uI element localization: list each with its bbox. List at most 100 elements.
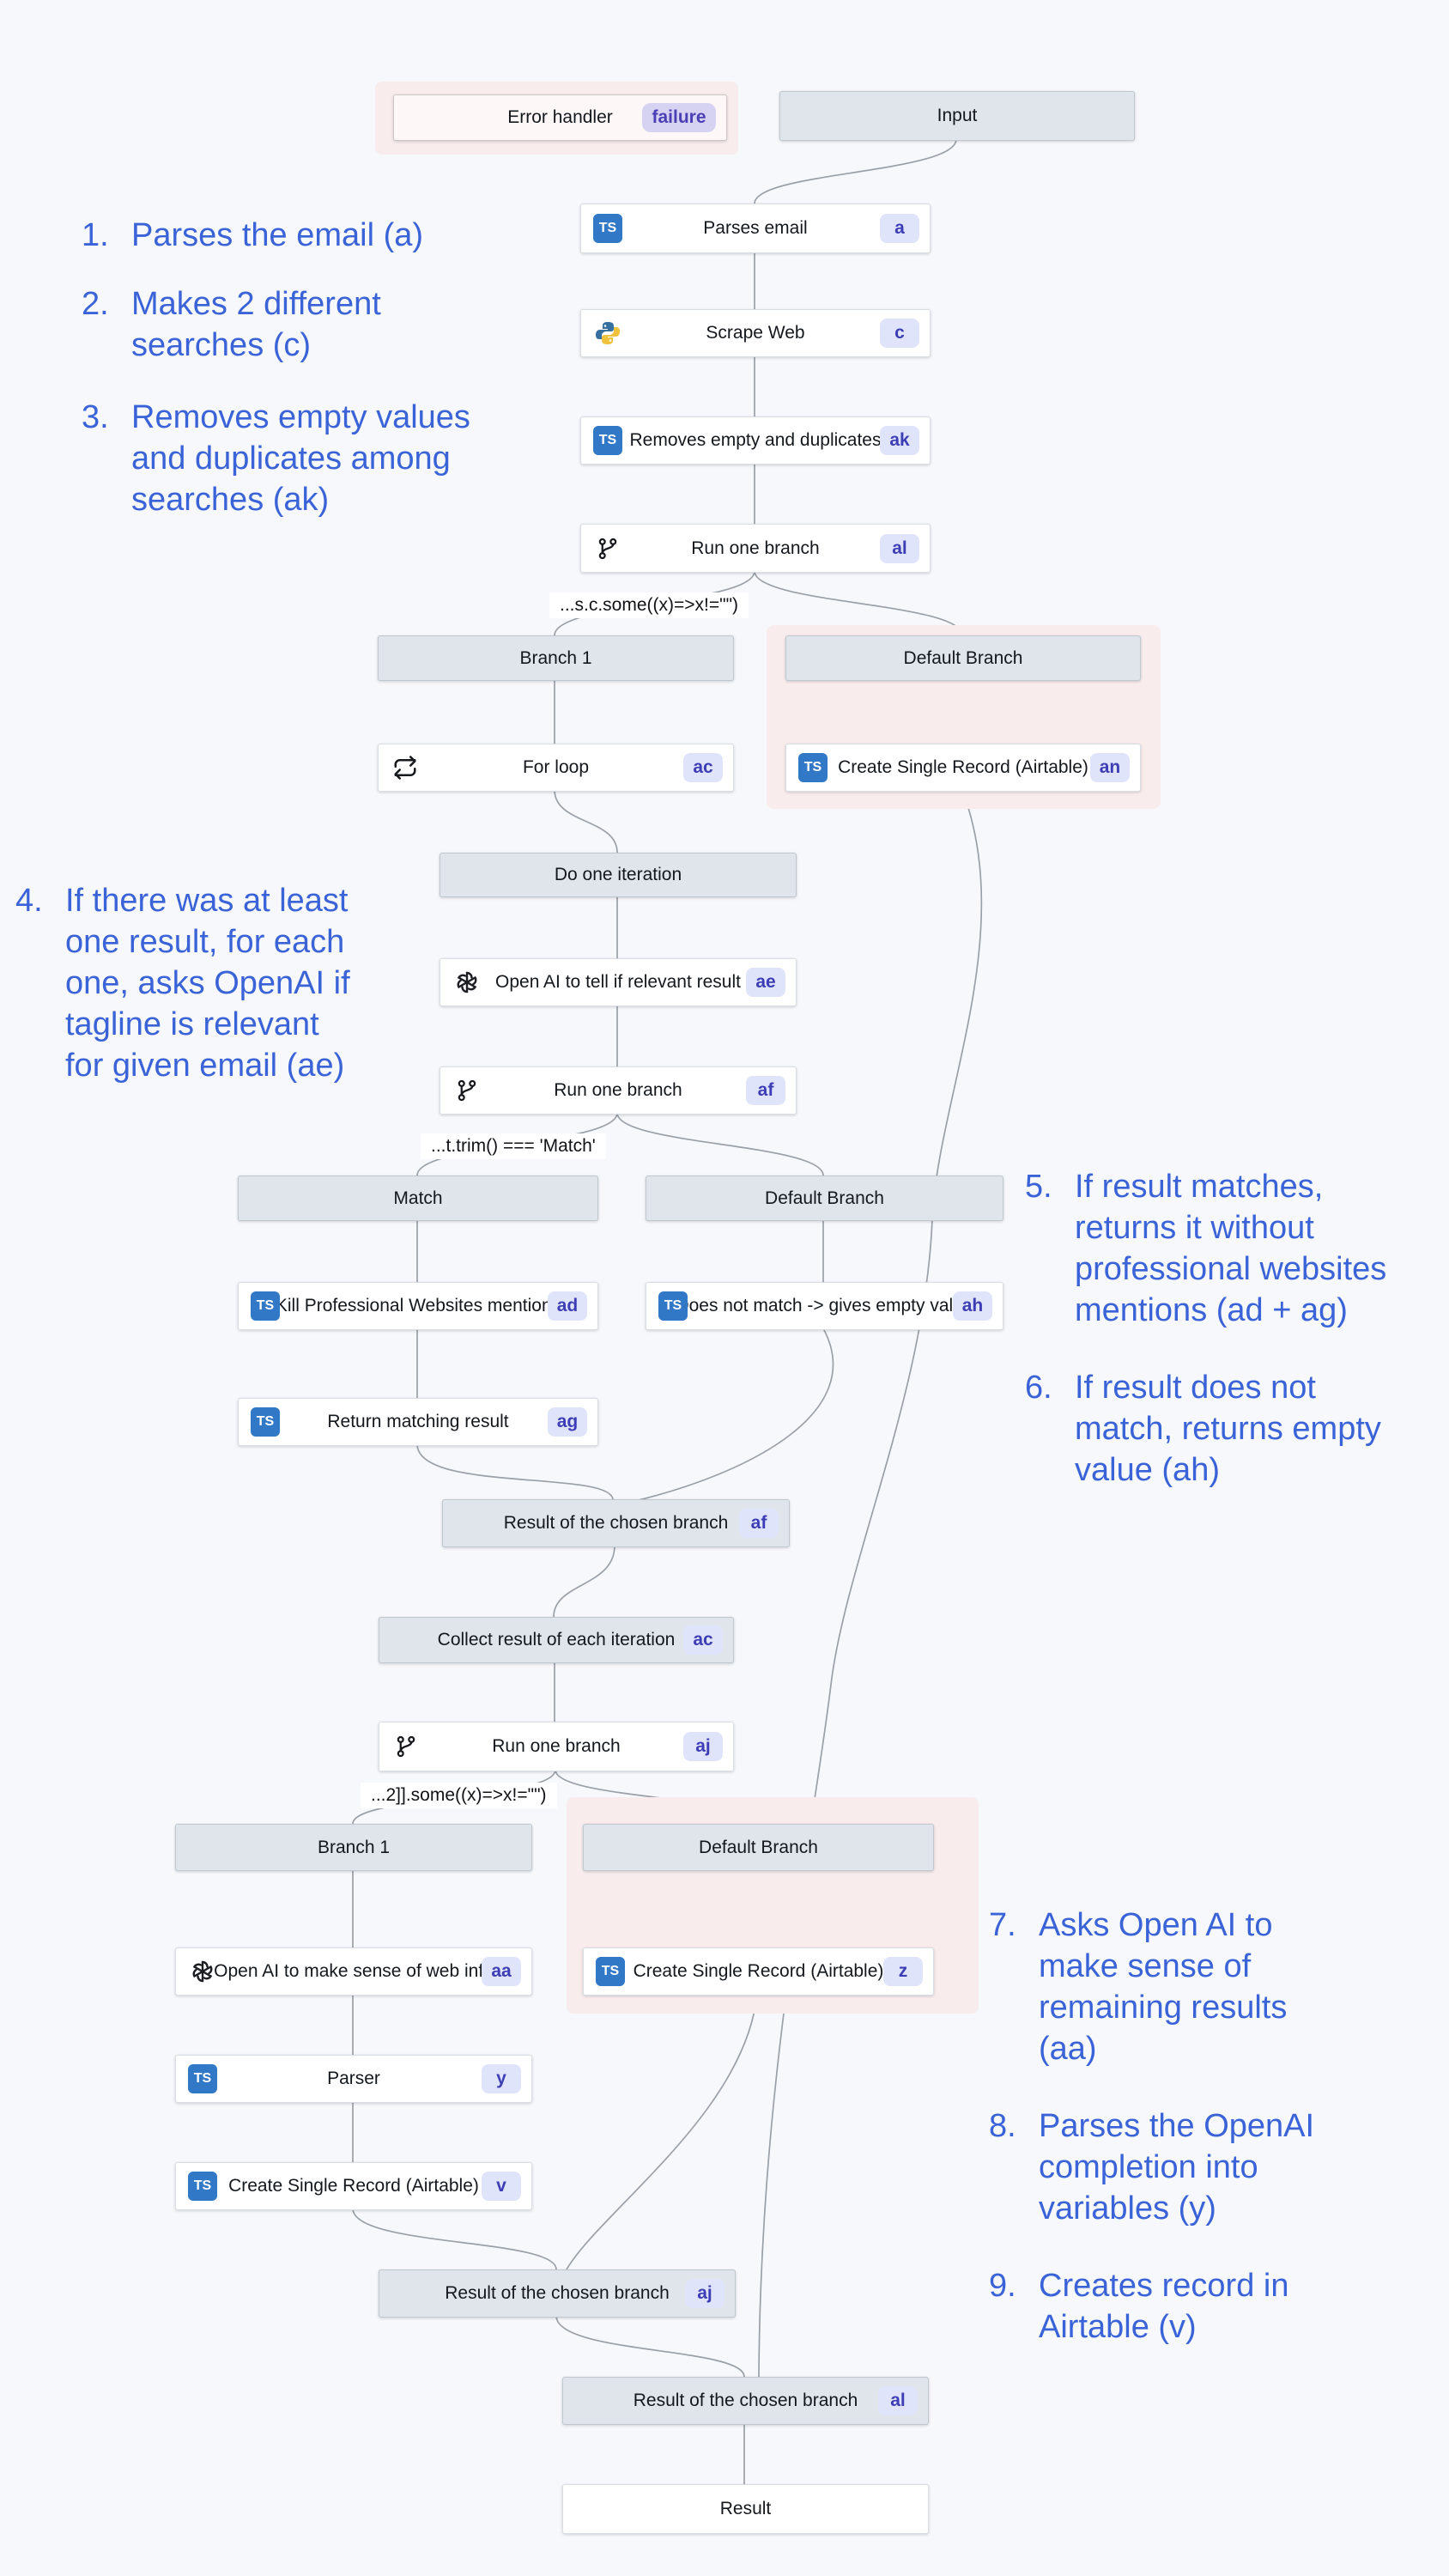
- annotation-number: 4.: [15, 883, 43, 919]
- node-badge: ad: [548, 1291, 587, 1321]
- node-run-one-branch-al[interactable]: Run one branch al: [580, 524, 931, 573]
- node-label: Run one branch: [691, 538, 820, 558]
- node-input[interactable]: Input: [779, 91, 1135, 141]
- annotation-line: If there was at least: [65, 883, 349, 919]
- annotation-line: Asks Open AI to: [1039, 1907, 1273, 1943]
- branch-label: Default Branch: [903, 647, 1023, 668]
- wire-doesnot-resultaf: [634, 1327, 834, 1502]
- annotation-number: 7.: [989, 1907, 1016, 1943]
- node-for-loop[interactable]: For loop ac: [378, 744, 734, 792]
- node-kill-ad[interactable]: TS Kill Professional Websites mentions a…: [238, 1282, 598, 1330]
- node-label: Create Single Record (Airtable): [228, 2176, 479, 2196]
- node-create-record-an[interactable]: TS Create Single Record (Airtable) an: [785, 744, 1141, 792]
- annotation-5: 5. If result matches, returns it without…: [1025, 1166, 1386, 1331]
- annotation-line: and duplicates among: [131, 440, 451, 477]
- wire-createan-resultal: [758, 789, 983, 2378]
- branch-label: Branch 1: [317, 1837, 391, 1857]
- branch-header-default-c[interactable]: Default Branch: [583, 1824, 934, 1871]
- node-badge: ac: [683, 753, 723, 782]
- node-result[interactable]: Result: [562, 2484, 929, 2534]
- node-label: Kill Professional Websites mentions: [275, 1296, 561, 1315]
- node-label: Parses email: [703, 218, 808, 238]
- annotation-line: completion into: [1039, 2149, 1258, 2185]
- annotation-line: for given email (ae): [65, 1048, 345, 1084]
- annotation-line: make sense of: [1039, 1948, 1252, 1984]
- branch-header-default-a[interactable]: Default Branch: [785, 635, 1141, 681]
- node-label: Result of the chosen branch: [633, 2391, 858, 2410]
- annotation-4: 4. If there was at least one result, for…: [15, 880, 350, 1086]
- annotation-number: 1.: [82, 217, 109, 253]
- node-label: Create Single Record (Airtable): [633, 1961, 884, 1981]
- header-do-one-iteration[interactable]: Do one iteration: [440, 853, 797, 897]
- annotation-line: value (ah): [1075, 1452, 1220, 1488]
- node-label: Removes empty and duplicates: [629, 430, 882, 450]
- branch-header-branch1-a[interactable]: Branch 1: [378, 635, 734, 681]
- branch-header-match[interactable]: Match: [238, 1176, 598, 1221]
- node-result-aj[interactable]: Result of the chosen branch aj: [379, 2269, 736, 2318]
- node-badge: af: [746, 1076, 785, 1105]
- failure-badge: failure: [642, 103, 716, 132]
- node-error-handler[interactable]: Error handler failure: [393, 94, 727, 141]
- node-label: Result of the chosen branch: [503, 1513, 729, 1533]
- node-result-al[interactable]: Result of the chosen branch al: [562, 2377, 929, 2425]
- node-badge: an: [1090, 753, 1130, 782]
- node-result-af[interactable]: Result of the chosen branch af: [442, 1499, 790, 1547]
- wire-createz-resultaj: [566, 1993, 758, 2270]
- annotation-3: 3. Removes empty values and duplicates a…: [82, 397, 470, 520]
- annotation-line: Parses the OpenAI: [1039, 2108, 1315, 2144]
- node-badge: al: [878, 2386, 918, 2415]
- annotation-line: searches (ak): [131, 482, 330, 518]
- annotation-2: 2. Makes 2 different searches (c): [82, 283, 381, 366]
- node-run-one-branch-af[interactable]: Run one branch af: [440, 1066, 797, 1115]
- wire-createv-resultaj: [352, 2208, 557, 2270]
- branch-label: Match: [393, 1188, 443, 1208]
- node-run-one-branch-aj[interactable]: Run one branch aj: [379, 1722, 734, 1771]
- node-removes-empty[interactable]: TS Removes empty and duplicates ak: [580, 416, 931, 465]
- node-return-ag[interactable]: TS Return matching result ag: [238, 1398, 598, 1446]
- annotation-line: If result matches,: [1075, 1169, 1324, 1205]
- annotation-line: returns it without: [1075, 1210, 1314, 1246]
- node-create-record-v[interactable]: TS Create Single Record (Airtable) v: [175, 2162, 532, 2210]
- annotation-6: 6. If result does not match, returns emp…: [1025, 1367, 1381, 1491]
- annotation-number: 6.: [1025, 1370, 1052, 1406]
- node-badge: ah: [953, 1291, 992, 1321]
- annotation-line: professional websites: [1075, 1251, 1387, 1287]
- node-create-record-z[interactable]: TS Create Single Record (Airtable) z: [583, 1947, 934, 1996]
- node-label: Create Single Record (Airtable): [838, 757, 1088, 777]
- node-label: Error handler: [507, 107, 613, 127]
- node-parses-email[interactable]: TS Parses email a: [580, 204, 931, 253]
- annotation-8: 8. Parses the OpenAI completion into var…: [989, 2105, 1314, 2229]
- openai-icon: [188, 1957, 217, 1986]
- annotation-number: 8.: [989, 2108, 1016, 2144]
- annotation-line: variables (y): [1039, 2190, 1216, 2227]
- annotation-9: 9. Creates record in Airtable (v): [989, 2265, 1288, 2348]
- node-badge: y: [482, 2064, 521, 2093]
- wire-return-resultaf: [416, 1443, 614, 1500]
- node-parser-y[interactable]: TS Parser y: [175, 2055, 532, 2103]
- branch-header-default-b[interactable]: Default Branch: [646, 1176, 1003, 1221]
- branch-label: Default Branch: [765, 1188, 884, 1208]
- node-label: Run one branch: [492, 1736, 621, 1756]
- annotation-line: Removes empty values: [131, 399, 470, 435]
- branch-icon: [391, 1732, 421, 1761]
- node-badge: ac: [683, 1625, 723, 1655]
- annotation-line: Makes 2 different: [131, 286, 381, 322]
- node-openai-ae[interactable]: Open AI to tell if relevant result ae: [440, 958, 797, 1006]
- node-does-not-match-ah[interactable]: TS Does not match -> gives empty value a…: [646, 1282, 1003, 1330]
- node-label: For loop: [522, 757, 590, 777]
- annotation-line: one result, for each: [65, 924, 345, 960]
- annotation-number: 3.: [82, 399, 109, 435]
- annotation-line: remaining results: [1039, 1990, 1288, 2026]
- node-openai-aa[interactable]: Open AI to make sense of web info aa: [175, 1947, 532, 1996]
- annotation-line: mentions (ad + ag): [1075, 1292, 1348, 1328]
- node-label: Return matching result: [327, 1412, 509, 1431]
- node-collect-ac[interactable]: Collect result of each iteration ac: [379, 1617, 734, 1663]
- node-scrape-web[interactable]: Scrape Web c: [580, 309, 931, 357]
- node-label: Open AI to make sense of web info: [214, 1961, 494, 1981]
- annotation-7: 7. Asks Open AI to make sense of remaini…: [989, 1905, 1287, 2069]
- branch-condition-label: ...s.c.some((x)=>x!=""): [549, 592, 749, 618]
- branch-header-branch1-b[interactable]: Branch 1: [175, 1824, 532, 1871]
- wire-input-parses: [754, 138, 957, 204]
- annotation-1: 1. Parses the email (a): [82, 215, 423, 256]
- typescript-icon: TS: [251, 1291, 280, 1321]
